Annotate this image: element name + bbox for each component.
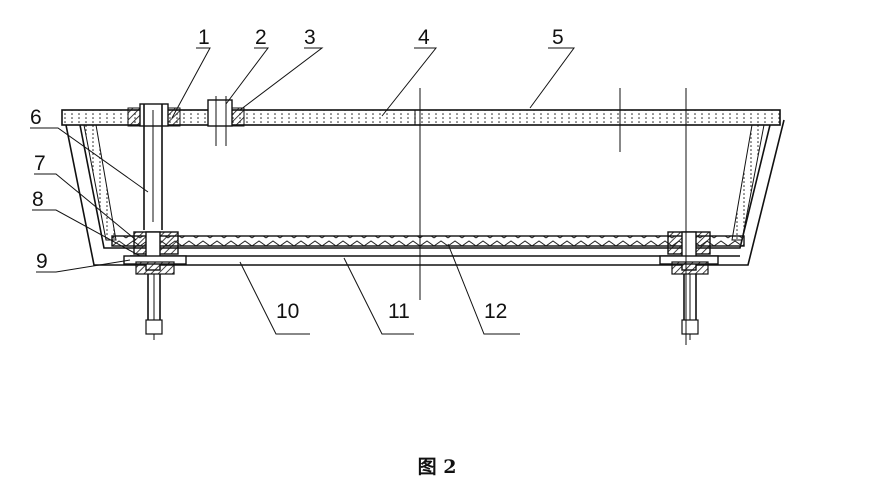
lid-openings (127, 96, 245, 146)
label-4: 4 (418, 26, 430, 49)
leader-lines (30, 47, 575, 335)
center-lines (419, 88, 687, 345)
label-6: 6 (30, 106, 42, 129)
label-9: 9 (36, 250, 48, 273)
vessel-shell (65, 119, 785, 266)
label-5: 5 (552, 26, 564, 49)
label-11: 11 (388, 300, 410, 323)
label-3: 3 (304, 26, 316, 49)
left-electrode (123, 231, 187, 340)
label-1: 1 (198, 26, 210, 49)
label-2: 2 (255, 26, 267, 49)
part-labels: 1 2 3 4 5 6 7 8 9 10 11 12 (30, 26, 564, 323)
bottom-plate (111, 235, 745, 257)
label-10: 10 (276, 300, 299, 323)
feed-tube (143, 104, 163, 230)
label-12: 12 (484, 300, 507, 323)
right-electrode (659, 231, 719, 340)
label-7: 7 (34, 152, 46, 175)
figure-caption: 图 2 (417, 456, 457, 478)
label-8: 8 (32, 188, 44, 211)
